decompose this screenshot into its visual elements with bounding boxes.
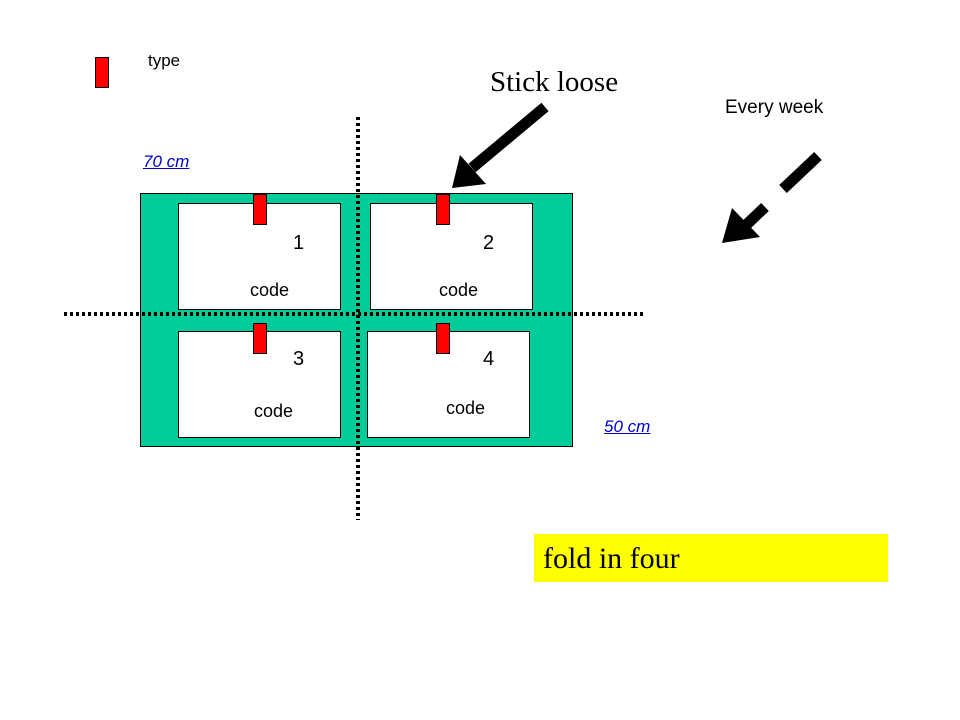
height-dimension-label: 50 cm xyxy=(604,417,651,436)
panel-3-code: code xyxy=(254,401,294,421)
panel-4-code: code xyxy=(446,398,486,418)
panel-4-number: 4 xyxy=(483,348,495,370)
width-dimension-label: 70 cm xyxy=(143,152,190,171)
red-tab-2 xyxy=(436,194,450,225)
red-tab-1 xyxy=(253,194,267,225)
every-week-arrow xyxy=(722,151,822,243)
panel-1-number: 1 xyxy=(293,232,305,254)
stick-loose-label: Stick loose xyxy=(490,66,619,98)
every-week-label: Every week xyxy=(725,97,824,118)
panel-2-code: code xyxy=(439,280,479,300)
panel-1-code: code xyxy=(250,280,290,300)
fold-instruction-box xyxy=(534,534,888,582)
panel-3-number: 3 xyxy=(293,348,305,370)
red-tab-4 xyxy=(436,323,450,354)
fold-instruction-text: fold in four xyxy=(543,542,680,575)
stick-arrow xyxy=(452,102,549,188)
panel-2 xyxy=(370,203,533,310)
legend-label: type xyxy=(148,51,181,70)
legend-swatch xyxy=(95,57,109,88)
red-tab-3 xyxy=(253,323,267,354)
panel-2-number: 2 xyxy=(483,232,495,254)
